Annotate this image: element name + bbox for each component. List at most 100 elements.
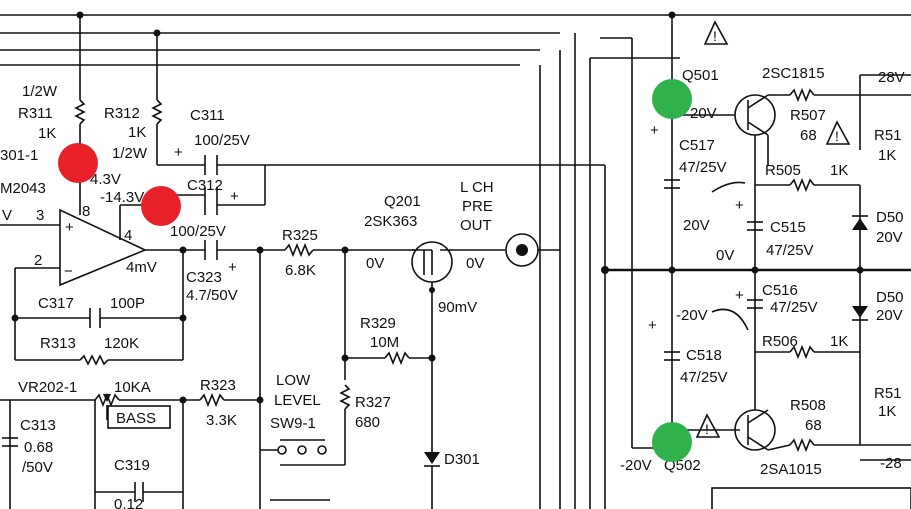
r327-resistor xyxy=(339,384,351,410)
q201-part: 2SK363 xyxy=(364,213,417,230)
c311-value: 100/25V xyxy=(194,132,250,149)
r311-value: 1K xyxy=(38,125,56,142)
r508-resistor xyxy=(789,437,815,453)
c317-value: 100P xyxy=(110,295,145,312)
c323-plus: + xyxy=(228,259,237,276)
vneg28-label: -28 xyxy=(880,455,902,472)
red-marker-1 xyxy=(58,143,98,183)
r51-top-label: R51 xyxy=(874,127,902,144)
r311-resistor xyxy=(74,99,86,125)
opamp-minus: − xyxy=(64,263,73,280)
v28-label: 28V xyxy=(878,69,905,86)
r311-label: R311 xyxy=(18,105,53,122)
r329-label: R329 xyxy=(360,315,396,332)
c516-value: 47/25V xyxy=(770,299,818,316)
r329-value: 10M xyxy=(370,334,399,351)
r507-label: R507 xyxy=(790,107,826,124)
r311-power-label: 1/2W xyxy=(22,83,58,100)
v20-top-label: 20V xyxy=(690,105,717,122)
c312-value: 100/25V xyxy=(170,223,226,240)
c313-value: 0.68 xyxy=(24,439,53,456)
out-mv-label: 4mV xyxy=(126,259,157,276)
r51-bottom-label: R51 xyxy=(874,385,902,402)
ic-ref-label: 301-1 xyxy=(0,147,38,164)
v0-b-label: 0V xyxy=(466,255,484,272)
r325-resistor xyxy=(284,242,314,258)
c319-label: C319 xyxy=(114,457,150,474)
c517-plus: + xyxy=(650,122,659,139)
c319-value: 0.12 xyxy=(114,496,143,509)
low-level-line1: LOW xyxy=(276,372,311,389)
c317-label: C317 xyxy=(38,295,74,312)
pin4-label: 4 xyxy=(124,227,132,244)
d50-top-voltage: 20V xyxy=(876,229,903,246)
q502-part: 2SA1015 xyxy=(760,461,822,478)
vr202-value: 10KA xyxy=(114,379,151,396)
marker-dots xyxy=(58,79,692,462)
caution-mark-bottom: ! xyxy=(705,421,709,437)
r505-resistor xyxy=(789,177,815,193)
vneg20-bottom-label: -20V xyxy=(620,457,652,474)
d301-diode xyxy=(424,452,440,464)
bass-label: BASS xyxy=(116,410,156,427)
preout-line1: L CH xyxy=(460,179,494,196)
v-pos-label: 4.3V xyxy=(90,171,121,188)
r312-resistor xyxy=(151,99,163,125)
caution-triangle-mid xyxy=(825,120,851,145)
r313-resistor xyxy=(79,354,109,366)
bass-section xyxy=(0,392,330,509)
d50-bottom-voltage: 20V xyxy=(876,307,903,324)
c518-label: C518 xyxy=(686,347,722,364)
v20-mid-label: 20V xyxy=(683,217,710,234)
r327-label: R327 xyxy=(355,394,391,411)
low-level-line2: LEVEL xyxy=(274,392,321,409)
r506-label: R506 xyxy=(762,333,798,350)
r312-value: 1K xyxy=(128,124,146,141)
c313-label: C313 xyxy=(20,417,56,434)
green-marker-1 xyxy=(652,79,692,119)
r51-top-value: 1K xyxy=(878,147,896,164)
r508-value: 68 xyxy=(805,417,822,434)
r313-label: R313 xyxy=(40,335,76,352)
ic-part-label: M2043 xyxy=(0,180,46,197)
c312-plus: + xyxy=(230,188,239,205)
c518-value: 47/25V xyxy=(680,369,728,386)
c516-label: C516 xyxy=(762,282,798,299)
r325-label: R325 xyxy=(282,227,318,244)
r312-label: R312 xyxy=(104,105,140,122)
opamp-triangle xyxy=(59,208,147,287)
c323-label: C323 xyxy=(186,269,222,286)
d50-bottom-label: D50 xyxy=(876,289,904,306)
caution-mark-mid: ! xyxy=(835,128,839,144)
bass-box xyxy=(107,405,171,429)
r313-value: 120K xyxy=(104,335,139,352)
q501-label: Q501 xyxy=(682,67,719,84)
r506-value: 1K xyxy=(830,333,848,350)
green-marker-2 xyxy=(652,422,692,462)
c515-label: C515 xyxy=(770,219,806,236)
r505-label: R505 xyxy=(765,162,801,179)
v0-mid-label: 0V xyxy=(716,247,734,264)
r51-bottom-value: 1K xyxy=(878,403,896,420)
d50-top-label: D50 xyxy=(876,209,904,226)
caution-triangle-bottom xyxy=(695,413,721,438)
r507-value: 68 xyxy=(800,127,817,144)
v-neg-label: -14.3V xyxy=(100,189,144,206)
c313-voltage: /50V xyxy=(22,459,53,476)
v-left-label: V xyxy=(2,207,12,224)
c515-value: 47/25V xyxy=(766,242,814,259)
c311-label: C311 xyxy=(190,107,225,124)
preout-line2: PRE xyxy=(462,198,493,215)
r323-resistor xyxy=(199,392,225,408)
c312-label: C312 xyxy=(187,177,223,194)
r323-value: 3.3K xyxy=(206,412,237,429)
c517-value: 47/25V xyxy=(679,159,727,176)
c323-value: 4.7/50V xyxy=(186,287,238,304)
pin8-label: 8 xyxy=(82,203,90,220)
r329-resistor xyxy=(384,350,410,366)
preout-line3: OUT xyxy=(460,217,492,234)
r505-value: 1K xyxy=(830,162,848,179)
vr202-label: VR202-1 xyxy=(18,379,77,396)
c311-plus: + xyxy=(174,144,183,161)
vneg20-mid-label: -20V xyxy=(676,307,708,324)
